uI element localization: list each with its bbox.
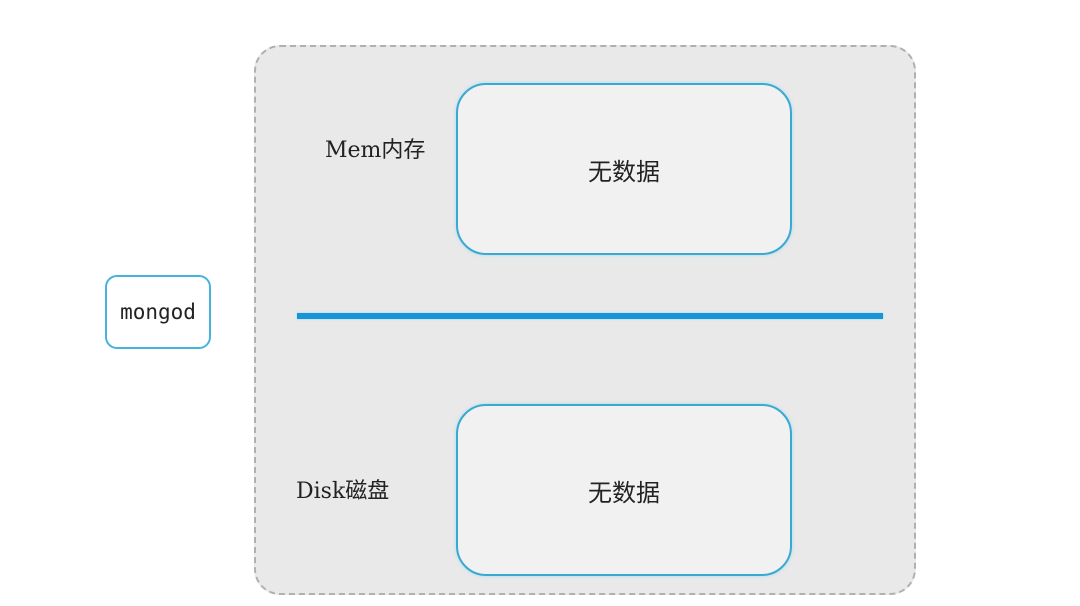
memory-data-box: 无数据 — [456, 83, 792, 255]
memory-disk-divider — [297, 313, 883, 319]
disk-label: Disk磁盘 — [296, 479, 390, 504]
memory-content: 无数据 — [588, 157, 660, 186]
mongod-label: mongod — [120, 300, 196, 324]
memory-label: Mem内存 — [325, 138, 426, 163]
disk-data-box: 无数据 — [456, 404, 792, 576]
mongod-process-node: mongod — [105, 275, 211, 349]
disk-content: 无数据 — [588, 478, 660, 507]
